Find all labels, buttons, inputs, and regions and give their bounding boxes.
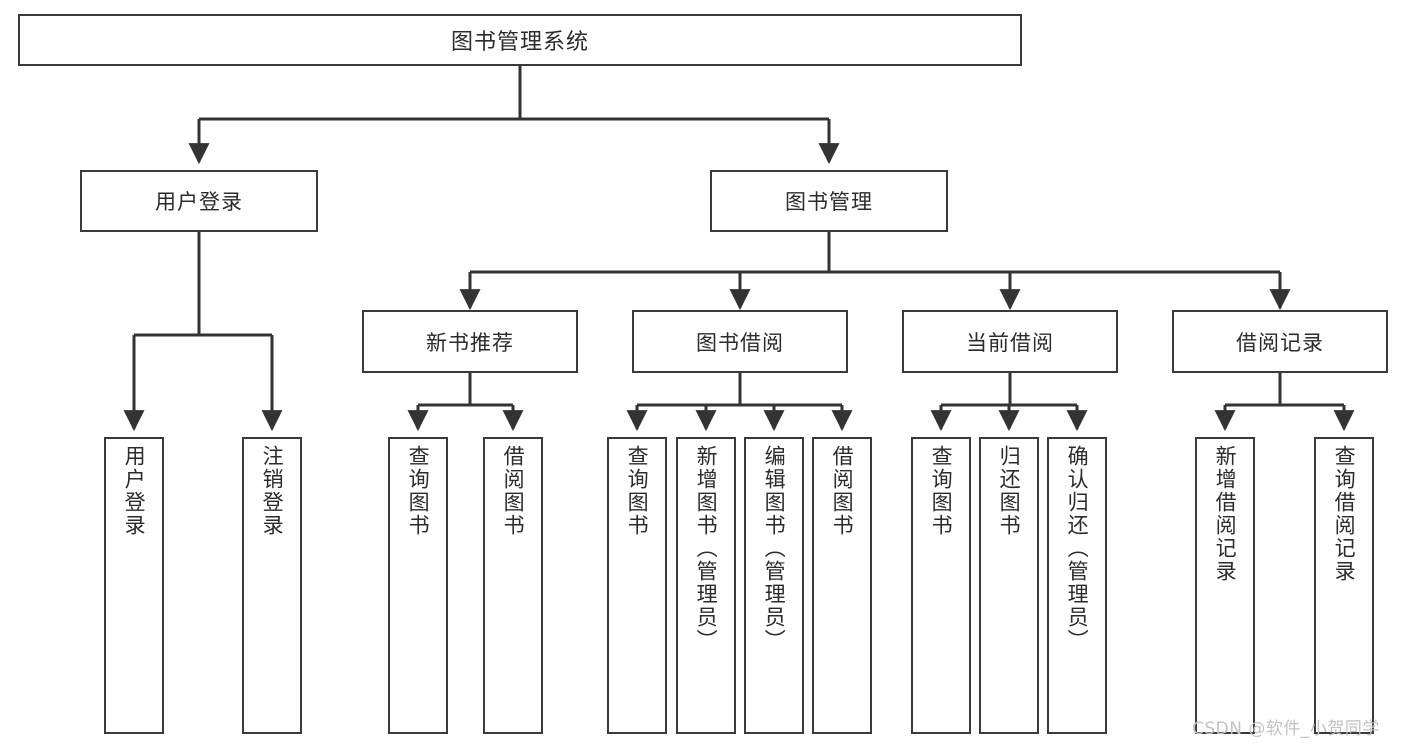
leaf-records-query-record[interactable]: 查询借阅记录 [1314,437,1374,734]
node-new-book-recommend-label: 新书推荐 [426,330,514,355]
leaf-current-query-book[interactable]: 查询图书 [911,437,971,734]
leaf-records-add-record-label: 新增借阅记录 [1213,445,1238,583]
leaf-current-return-book-label: 归还图书 [997,445,1022,537]
node-current-borrow-label: 当前借阅 [966,330,1054,355]
leaf-records-add-record[interactable]: 新增借阅记录 [1195,437,1255,734]
leaf-borrow-edit-book-label: 编辑图书（管理员） [762,445,787,652]
leaf-new-book-borrow[interactable]: 借阅图书 [483,437,543,734]
leaf-new-book-borrow-label: 借阅图书 [501,445,526,537]
node-root[interactable]: 图书管理系统 [18,14,1022,66]
node-current-borrow[interactable]: 当前借阅 [902,310,1118,373]
leaf-user-login-login[interactable]: 用户登录 [104,437,164,734]
leaf-borrow-borrow-book[interactable]: 借阅图书 [812,437,872,734]
node-book-borrow-label: 图书借阅 [696,330,784,355]
leaf-current-confirm-return[interactable]: 确认归还（管理员） [1047,437,1107,734]
leaf-records-query-record-label: 查询借阅记录 [1332,445,1357,583]
leaf-user-login-logout-label: 注销登录 [260,445,285,537]
leaf-current-confirm-return-label: 确认归还（管理员） [1065,445,1090,652]
node-new-book-recommend[interactable]: 新书推荐 [362,310,578,373]
leaf-borrow-add-book-label: 新增图书（管理员） [694,445,719,652]
leaf-borrow-add-book[interactable]: 新增图书（管理员） [676,437,736,734]
leaf-new-book-query[interactable]: 查询图书 [388,437,448,734]
leaf-borrow-query-book-label: 查询图书 [625,445,650,537]
node-borrow-records[interactable]: 借阅记录 [1172,310,1388,373]
node-user-login-label: 用户登录 [155,190,243,214]
leaf-current-return-book[interactable]: 归还图书 [979,437,1039,734]
leaf-borrow-borrow-book-label: 借阅图书 [830,445,855,537]
csdn-watermark: CSDN @软件_小贺同学 [1192,719,1380,739]
node-book-management-label: 图书管理 [785,190,873,214]
leaf-borrow-query-book[interactable]: 查询图书 [607,437,667,734]
leaf-user-login-login-label: 用户登录 [122,445,147,537]
node-borrow-records-label: 借阅记录 [1236,330,1324,355]
leaf-borrow-edit-book[interactable]: 编辑图书（管理员） [744,437,804,734]
node-book-management[interactable]: 图书管理 [710,170,948,232]
leaf-new-book-query-label: 查询图书 [406,445,431,537]
node-book-borrow[interactable]: 图书借阅 [632,310,848,373]
leaf-user-login-logout[interactable]: 注销登录 [242,437,302,734]
node-user-login[interactable]: 用户登录 [80,170,318,232]
node-root-label: 图书管理系统 [450,30,589,55]
leaf-current-query-book-label: 查询图书 [929,445,954,537]
